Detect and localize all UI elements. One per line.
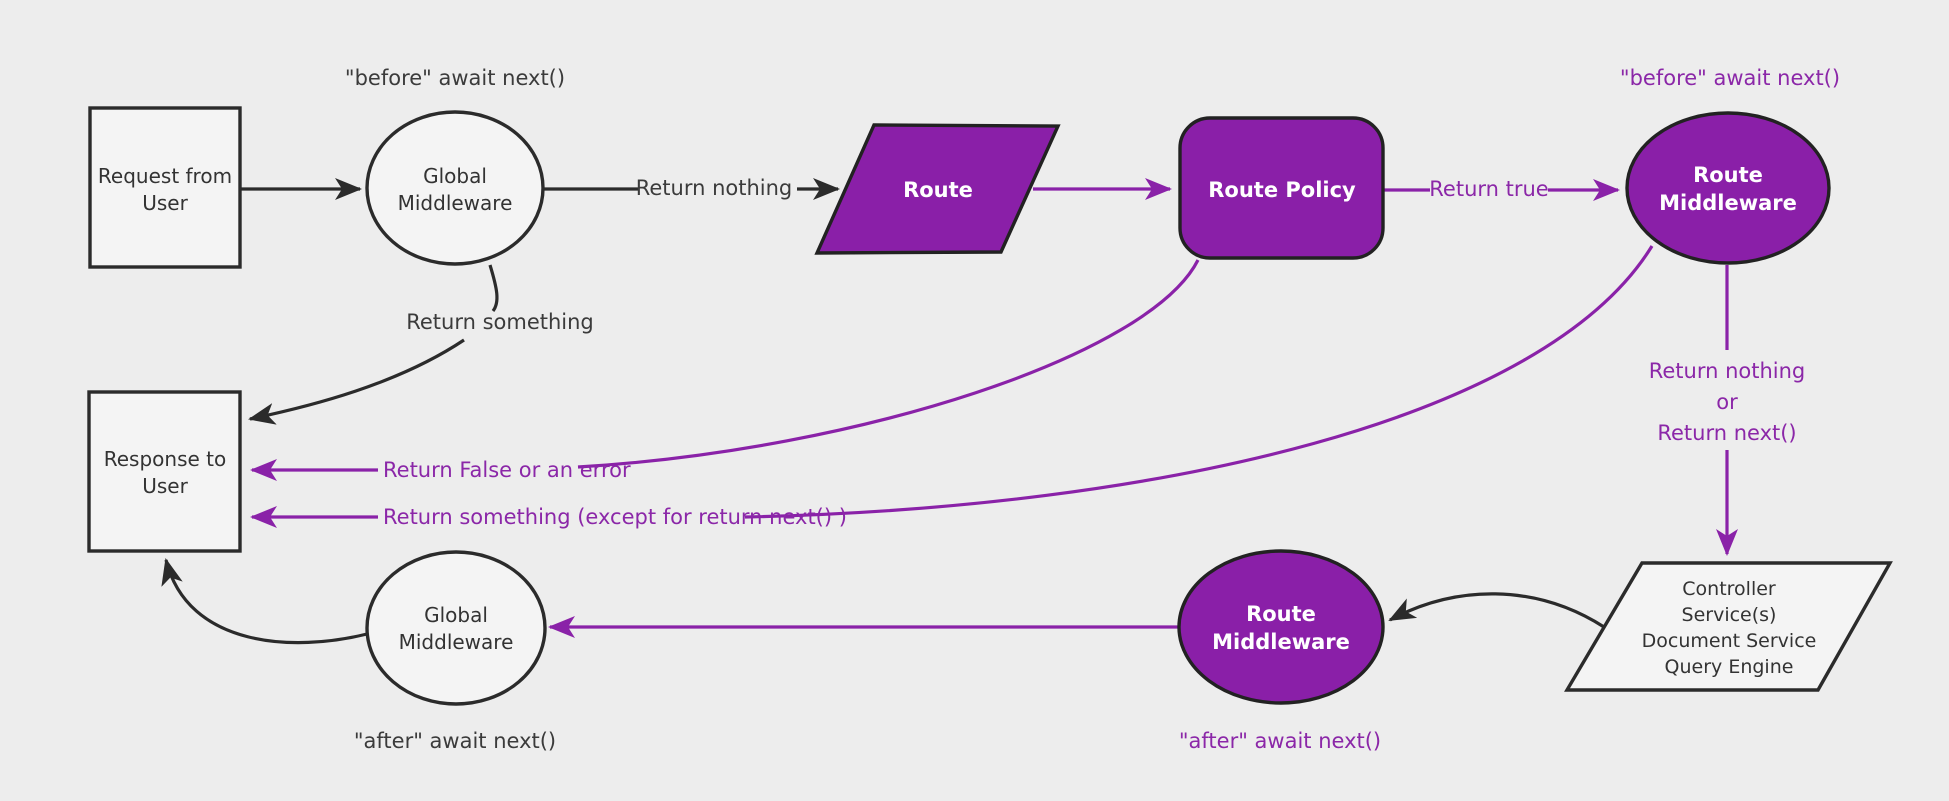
controller-label-line2: Service(s) (1682, 604, 1777, 626)
edge-controller-to-route-middleware-bottom (1388, 592, 1605, 629)
label-after-await-route: "after" await next() (1179, 729, 1381, 753)
route-parallelogram (814, 123, 1061, 255)
route-middleware-bottom-ellipse (1177, 549, 1385, 705)
node-request-from-user: Request from User (88, 106, 242, 269)
route-middleware-top-label-line2: Middleware (1659, 191, 1797, 215)
node-response-to-user: Response to User (87, 390, 242, 553)
edge-return-something-except-curve (744, 245, 1654, 519)
global-middleware-top-label-line1: Global (423, 164, 487, 188)
label-return-true: Return true (1429, 177, 1548, 201)
label-return-nothing-or-line1: Return nothing (1649, 359, 1806, 383)
route-policy-box (1178, 116, 1385, 260)
node-route-middleware-bottom: Route Middleware (1177, 549, 1385, 705)
label-return-something-except: Return something (except for return next… (383, 505, 847, 529)
global-middleware-top-ellipse (365, 110, 545, 266)
response-label-line2: User (142, 474, 188, 498)
label-return-nothing: Return nothing (636, 176, 793, 200)
route-middleware-bottom-label-line2: Middleware (1212, 630, 1350, 654)
global-middleware-top-label-line2: Middleware (398, 191, 513, 215)
request-box (88, 106, 242, 269)
label-return-nothing-or-line2: or (1716, 390, 1738, 414)
controller-label-line1: Controller (1682, 578, 1776, 600)
global-middleware-bottom-label-line1: Global (424, 603, 488, 627)
label-return-something: Return something (406, 310, 594, 334)
route-label: Route (903, 178, 973, 202)
controller-label-line4: Query Engine (1665, 656, 1794, 678)
request-label-line2: User (142, 191, 188, 215)
edge-return-something-upper (488, 264, 499, 312)
edge-return-something-lower (248, 338, 465, 425)
route-policy-label: Route Policy (1208, 178, 1356, 202)
node-global-middleware-top: Global Middleware (365, 110, 545, 266)
node-route-middleware-top: Route Middleware (1625, 111, 1831, 265)
label-before-await-route: "before" await next() (1620, 66, 1840, 90)
route-middleware-top-ellipse (1625, 111, 1831, 265)
route-middleware-top-label-line1: Route (1693, 163, 1763, 187)
route-middleware-bottom-label-line1: Route (1246, 602, 1316, 626)
node-route-policy: Route Policy (1178, 116, 1385, 260)
node-global-middleware-bottom: Global Middleware (365, 550, 547, 706)
label-after-await-global: "after" await next() (354, 729, 556, 753)
controller-parallelogram (1564, 561, 1893, 692)
controller-label-line3: Document Service (1642, 630, 1817, 652)
response-label-line1: Response to (104, 447, 227, 471)
edge-return-false-curve (577, 259, 1200, 469)
global-middleware-bottom-ellipse (365, 550, 547, 706)
edge-global-middleware-bottom-to-response (161, 558, 368, 645)
label-before-await-top: "before" await next() (345, 66, 565, 90)
node-route: Route (814, 123, 1061, 255)
node-controller-services: Controller Service(s) Document Service Q… (1564, 561, 1893, 692)
global-middleware-bottom-label-line2: Middleware (399, 630, 514, 654)
label-return-nothing-or-line3: Return next() (1657, 421, 1796, 445)
request-label-line1: Request from (98, 164, 232, 188)
response-box (87, 390, 242, 553)
label-return-false-or-error: Return False or an error (383, 458, 631, 482)
